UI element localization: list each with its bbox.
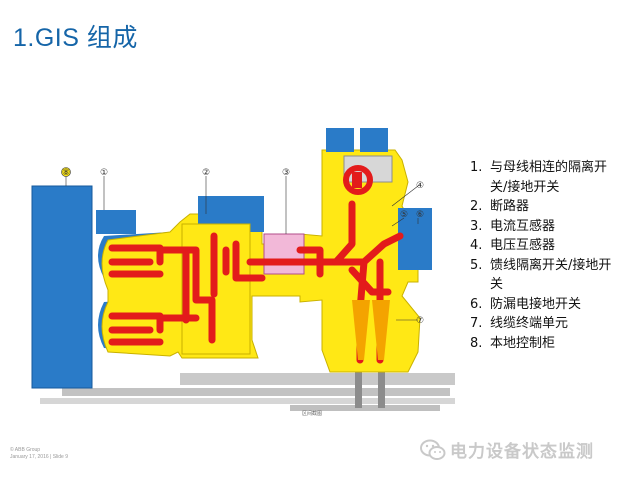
base-caption: 区间截图 [302,410,322,417]
legend-text: 电压互感器 [490,238,556,253]
cable-cone-right [372,300,390,360]
callout-8: ⑧ [62,168,70,178]
callout-7: ⑦ [416,316,424,326]
footer-copyright: © ABB Group [10,447,41,453]
legend-text: 馈线隔离开关/接地开关 [490,257,612,293]
legend-text: 断路器 [490,199,530,214]
legend-text: 防漏电接地开关 [490,296,582,312]
cable-left [355,360,362,408]
legend-text: 本地控制柜 [490,335,556,351]
callout-6: ⑥ [416,210,424,220]
watermark: 电力设备状态监测 [420,437,594,462]
legend-number: 8. [470,335,483,351]
top-drive-right [360,128,388,152]
callout-5: ⑤ [400,210,408,220]
legend-item: 4. 电压互感器 [470,236,640,256]
legend-item: 2. 断路器 [470,197,640,217]
legend-item: 8. 本地控制柜 [470,334,640,354]
callout-3: ③ [282,168,290,178]
busbar-drive-upper [96,210,136,234]
top-drive-left [326,128,354,152]
local-control-cabinet [31,185,93,389]
legend-item: 1. 与母线相连的隔离开关/接地开关 [470,158,640,197]
legend-number: 3. [470,218,483,234]
vt-coil-inner [352,172,362,188]
legend-text: 与母线相连的隔离开关/接地开关 [490,160,608,195]
callout-4: ④ [416,181,424,191]
legend-text: 电流互感器 [490,218,556,234]
page-title: 1.GIS 组成 [13,24,138,52]
callout-markers [61,167,419,321]
footer-date-slide: January 17, 2016 | Slide 9 [10,454,69,460]
legend-number: 1. [470,160,483,175]
vt-coil [343,165,373,195]
watermark-text: 电力设备状态监测 [450,442,594,462]
callout-1: ① [100,168,108,178]
wechat-icon [420,439,446,460]
component-legend: 1.与母线相连的隔离开关/接地开关 2.断路器 3.电流互感器 4.电压互感器 … [470,158,640,353]
callout-2: ② [202,168,210,178]
cable-cone-left [352,300,370,360]
legend-item: 7. 线缆终端单元 [470,314,640,334]
cable-right [378,360,385,408]
legend-number: 2. [470,199,483,214]
legend-item: 3. 电流互感器 [470,217,640,237]
base-rail [180,373,455,385]
base-frame [62,388,450,396]
legend-number: 4. [470,238,483,253]
legend-number: 5. [470,257,483,273]
base-slab [290,405,440,411]
base-frame-lower [40,398,455,404]
legend-item: 6. 防漏电接地开关 [470,295,640,315]
legend-text: 线缆终端单元 [490,316,569,331]
legend-number: 7. [470,316,483,331]
legend-number: 6. [470,296,483,312]
current-transformer [263,233,305,275]
legend-item: 5. 馈线隔离开关/接地开关 [470,256,640,295]
